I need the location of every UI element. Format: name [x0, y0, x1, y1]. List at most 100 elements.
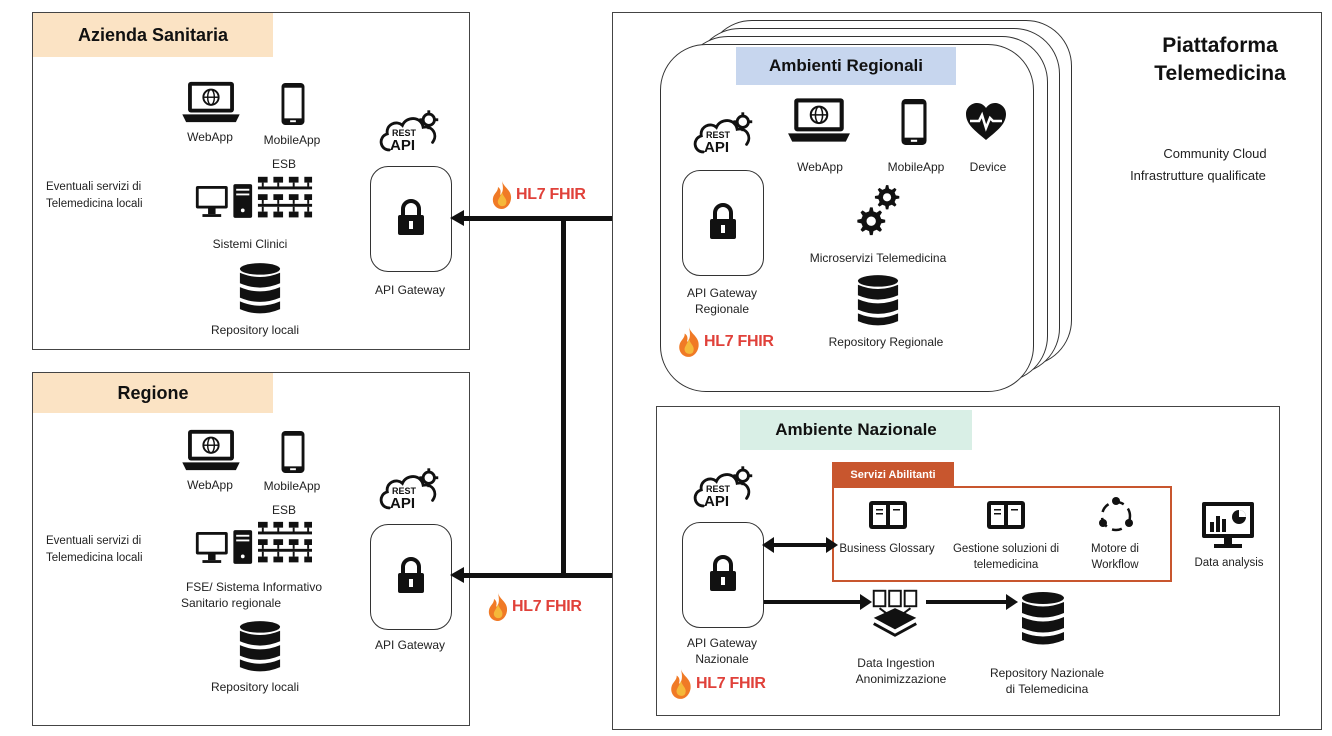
esb-icon	[256, 172, 314, 228]
mobileapp-label: MobileApp	[887, 160, 945, 174]
database-icon	[1020, 590, 1066, 648]
flame-icon	[490, 180, 514, 210]
api-gateway-regional-label-2: Regionale	[694, 302, 750, 316]
mobileapp-label: MobileApp	[263, 133, 321, 147]
arrowhead-right	[826, 537, 838, 553]
gestione-soluzioni-label-1: Gestione soluzioni di	[952, 543, 1060, 555]
arrowhead-left-bottom	[450, 567, 464, 583]
business-glossary-label: Business Glossary	[839, 543, 935, 555]
lock-icon	[707, 203, 739, 241]
arrowhead-left	[762, 537, 774, 553]
repository-local-label: Repository locali	[210, 323, 300, 337]
rest-label: REST	[392, 128, 417, 138]
api-gateway-national-label-1: API Gateway	[686, 636, 758, 650]
arrow-gateway-to-glossary	[770, 543, 830, 547]
flame-icon	[676, 326, 702, 358]
api-gateway-label: API Gateway	[374, 638, 446, 652]
data-ingestion-icon	[866, 588, 924, 638]
regional-card-front	[660, 44, 1034, 392]
fse-label-2: Sanitario regionale	[180, 596, 282, 610]
hl7-fhir-badge-bottom: HL7 FHIR	[486, 592, 582, 622]
workflow-cycle-icon	[1096, 496, 1136, 536]
clinical-systems-label: Sistemi Clinici	[212, 237, 288, 251]
hl7-fhir-badge-regional: HL7 FHIR	[676, 326, 774, 358]
repository-regional-label: Repository Regionale	[828, 335, 944, 349]
mobile-phone-icon	[280, 82, 306, 126]
api-gateway-national-label-2: Nazionale	[695, 652, 749, 666]
webapp-label: WebApp	[797, 160, 843, 174]
servizi-abilitanti-title: Servizi Abilitanti	[832, 462, 954, 488]
fse-label-1: FSE/ Sistema Informativo	[185, 580, 323, 594]
data-analysis-icon	[1200, 500, 1256, 552]
azienda-sanitaria-title: Azienda Sanitaria	[33, 13, 273, 57]
arrowhead-left-top	[450, 210, 464, 226]
webapp-label: WebApp	[187, 478, 233, 492]
connector-top-horizontal	[458, 216, 680, 221]
infrastructure-label: Infrastrutture qualificate	[1130, 168, 1266, 183]
heart-device-icon	[964, 102, 1008, 142]
regione-title: Regione	[33, 373, 273, 413]
api-gateway-regional-label-1: API Gateway	[686, 286, 758, 300]
lock-icon	[395, 199, 427, 237]
laptop-icon	[786, 96, 852, 144]
local-services-label-1: Eventuali servizi di	[46, 181, 142, 193]
desktop-icon	[194, 182, 254, 220]
api-label: API	[704, 139, 730, 156]
esb-label: ESB	[271, 503, 296, 517]
gestione-soluzioni-label-2: telemedicina	[973, 559, 1039, 571]
api-label: API	[390, 137, 416, 154]
lock-icon	[395, 557, 427, 595]
data-analysis-label: Data analysis	[1194, 557, 1264, 569]
rest-label: REST	[392, 486, 417, 496]
book-icon	[868, 500, 908, 530]
device-label: Device	[969, 160, 1007, 174]
microservices-label: Microservizi Telemedicina	[809, 251, 947, 265]
database-icon	[856, 274, 900, 328]
hl7-fhir-badge-national: HL7 FHIR	[668, 668, 766, 700]
desktop-icon	[194, 528, 254, 566]
motore-workflow-label-1: Motore di	[1091, 543, 1139, 555]
esb-icon	[256, 518, 314, 572]
api-gateway-box	[370, 524, 452, 630]
arrow-gateway-to-ingestion	[764, 600, 864, 604]
platform-title-1: Piattaforma	[1162, 34, 1278, 57]
laptop-icon	[180, 428, 242, 472]
database-icon	[238, 262, 282, 316]
mobile-phone-icon	[280, 430, 306, 474]
api-gateway-label: API Gateway	[374, 283, 446, 297]
regional-title: Ambienti Regionali	[736, 47, 956, 85]
arrowhead-right	[1006, 594, 1018, 610]
esb-label: ESB	[271, 157, 296, 171]
flame-icon	[668, 668, 694, 700]
arrowhead-right	[860, 594, 872, 610]
community-cloud-label: Community Cloud	[1163, 146, 1267, 161]
arrow-ingestion-to-repo	[926, 600, 1010, 604]
webapp-label: WebApp	[187, 130, 233, 144]
gears-icon	[854, 184, 904, 240]
connector-bottom-horizontal	[458, 573, 680, 578]
flame-icon	[486, 592, 510, 622]
local-services-label-2: Telemedicina locali	[46, 198, 143, 210]
api-gateway-box	[370, 166, 452, 272]
local-services-label-1: Eventuali servizi di	[46, 535, 142, 547]
lock-icon	[707, 555, 739, 593]
repository-national-label-1: Repository Nazionale	[989, 666, 1105, 680]
repository-local-label: Repository locali	[210, 680, 300, 694]
hl7-fhir-badge-top: HL7 FHIR	[490, 180, 586, 210]
rest-label: REST	[706, 130, 731, 140]
mobileapp-label: MobileApp	[263, 479, 321, 493]
book-icon	[986, 500, 1026, 530]
repository-national-label-2: di Telemedicina	[1005, 682, 1089, 696]
rest-label: REST	[706, 484, 731, 494]
data-ingestion-label-2: Anonimizzazione	[855, 672, 947, 686]
connector-vertical	[561, 216, 566, 576]
api-label: API	[704, 493, 730, 510]
platform-title-2: Telemedicina	[1154, 62, 1286, 85]
data-ingestion-label-1: Data Ingestion	[857, 656, 935, 670]
local-services-label-2: Telemedicina locali	[46, 552, 143, 564]
motore-workflow-label-2: Workflow	[1091, 559, 1139, 571]
mobile-phone-icon	[900, 98, 928, 146]
api-label: API	[390, 495, 416, 512]
national-title: Ambiente Nazionale	[740, 410, 972, 450]
api-gateway-regional-box	[682, 170, 764, 276]
